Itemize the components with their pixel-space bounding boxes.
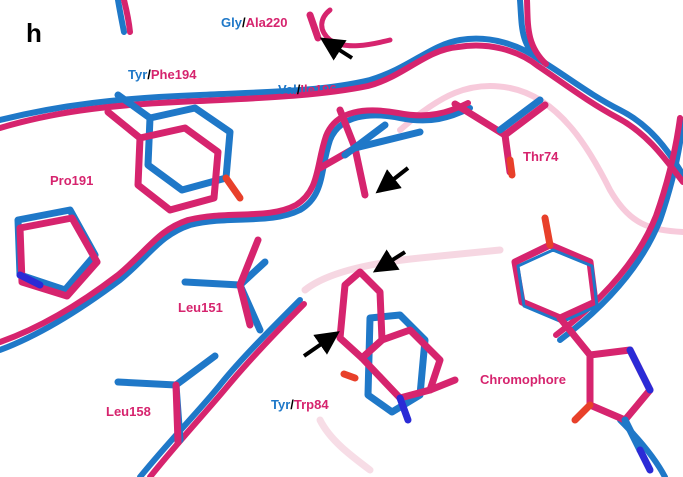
thr74-og bbox=[506, 156, 516, 179]
annotation-arrows bbox=[302, 37, 410, 358]
arrow-ile196 bbox=[375, 166, 410, 194]
thr74-b bbox=[501, 101, 549, 139]
arrow-trp84-top bbox=[372, 249, 407, 273]
pro191-n bbox=[16, 271, 44, 289]
leu151-e bbox=[236, 281, 254, 329]
leu158-a bbox=[114, 378, 180, 389]
pink-backbone-low bbox=[147, 301, 307, 477]
label-leu158: Leu158 bbox=[106, 404, 151, 419]
blue-backbone-mid bbox=[0, 105, 473, 353]
label-pro191: Pro191 bbox=[50, 173, 94, 188]
tyr194-oh bbox=[222, 174, 244, 202]
chromophore-tail bbox=[621, 416, 644, 454]
arrow-trp84-side bbox=[302, 331, 340, 358]
pink-backbone-topright bbox=[524, 0, 549, 67]
phe194-stalk-pink bbox=[104, 108, 144, 142]
label-val-ile196: Val/Ile196 bbox=[278, 82, 337, 97]
thr74-blue bbox=[496, 96, 544, 134]
phe194-stalk-blue bbox=[114, 91, 154, 122]
pink-backbone-topleft bbox=[121, 0, 133, 35]
ile196-c bbox=[351, 144, 369, 199]
blue-backbone-top bbox=[0, 35, 683, 178]
val196-b bbox=[341, 121, 389, 159]
label-tyr-phe194: Tyr/Phe194 bbox=[128, 67, 197, 82]
chromophore-link bbox=[556, 314, 594, 359]
label-tyr-trp84: Tyr/Trp84 bbox=[271, 397, 329, 412]
leu151-a bbox=[181, 278, 244, 289]
label-leu151: Leu151 bbox=[178, 300, 223, 315]
trp84-tail bbox=[426, 376, 459, 394]
leu158-d bbox=[172, 381, 182, 446]
ile196-a bbox=[336, 106, 359, 152]
blue-backbone-topleft bbox=[115, 0, 127, 35]
blue-backbone-right bbox=[557, 117, 683, 343]
pink-backbone-arrowzone bbox=[319, 7, 393, 49]
pink-backbone-mid bbox=[0, 100, 471, 345]
phe194-ring-pink bbox=[134, 124, 222, 214]
leu158-b bbox=[172, 352, 219, 389]
ala220-a bbox=[306, 11, 322, 42]
label-chromophore: Chromophore bbox=[480, 372, 566, 387]
faded-loop-bottom bbox=[316, 416, 374, 474]
side-chains bbox=[14, 11, 654, 474]
chromophore-imid-n bbox=[626, 346, 654, 394]
pink-backbone-top bbox=[0, 42, 683, 185]
leu151-d bbox=[236, 236, 262, 289]
faded-loop-upper bbox=[397, 82, 683, 235]
chromophore-imid bbox=[586, 346, 654, 424]
label-gly-ala220: Gly/Ala220 bbox=[221, 15, 288, 30]
tyr84-oh bbox=[340, 370, 359, 382]
faded-loop-lower bbox=[301, 246, 504, 294]
chromophore-ring-blue bbox=[516, 248, 599, 324]
val196-a bbox=[351, 128, 424, 152]
arrow-ala220 bbox=[319, 37, 354, 61]
chromophore-tail-n bbox=[636, 446, 654, 474]
chromophore-oh bbox=[541, 214, 554, 249]
trp84-n bbox=[396, 394, 412, 424]
label-thr74: Thr74 bbox=[523, 149, 559, 164]
blue-backbone-low bbox=[137, 297, 303, 477]
chromophore-co bbox=[571, 401, 594, 424]
panel-letter: h bbox=[26, 18, 42, 48]
